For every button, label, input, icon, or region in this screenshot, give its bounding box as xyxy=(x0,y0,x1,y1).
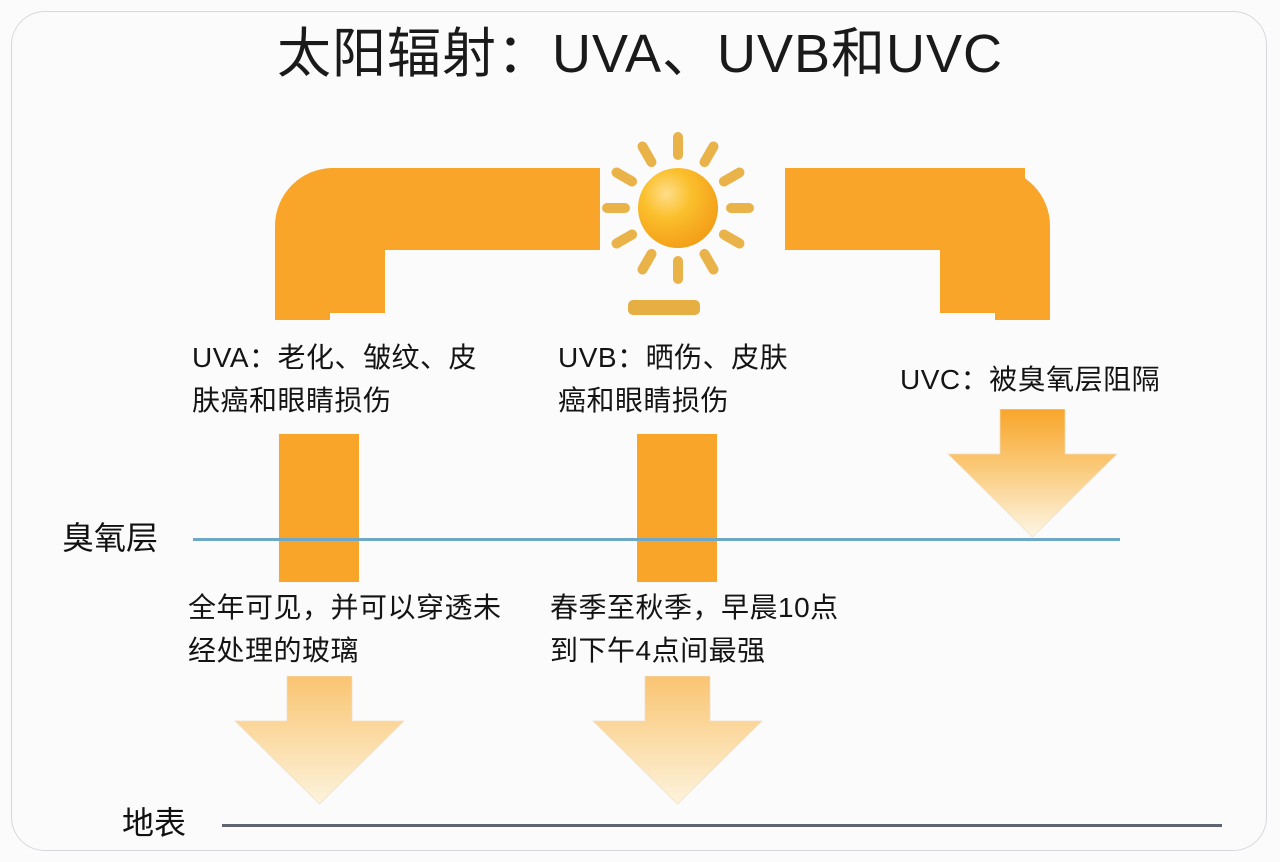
sun-ray xyxy=(609,227,639,251)
ozone-layer-caption: 臭氧层 xyxy=(62,520,159,556)
ground-surface-caption: 地表 xyxy=(122,805,187,841)
sun-ray xyxy=(635,247,659,277)
sun-ray xyxy=(697,247,721,277)
uva-arrow-to-ground xyxy=(232,676,407,806)
uva-beam-vertical xyxy=(275,240,330,320)
sun-ray xyxy=(602,203,630,213)
sun-ray xyxy=(717,227,747,251)
ground-surface-line xyxy=(222,824,1222,827)
uva-note: 全年可见，并可以穿透未经处理的玻璃 xyxy=(188,592,502,666)
uva-beam-horizontal xyxy=(330,168,600,250)
sun-ray xyxy=(673,256,683,284)
sun-ray xyxy=(726,203,754,213)
uvb-arrow-to-ground xyxy=(590,676,765,806)
uvc-beam-vertical xyxy=(995,240,1050,320)
page-title: 太阳辐射：UVA、UVB和UVC xyxy=(276,24,1004,84)
uvb-note: 春季至秋季，早晨10点到下午4点间最强 xyxy=(550,592,839,666)
sun-base-bar xyxy=(628,300,700,315)
uva-label: UVA：老化、皱纹、皮肤癌和眼睛损伤 xyxy=(192,342,477,416)
sun-ray xyxy=(635,139,659,169)
uva-beam-column xyxy=(279,434,359,582)
uvb-beam-column xyxy=(637,434,717,582)
uvc-beam-horizontal xyxy=(785,168,1025,250)
sun-ray xyxy=(609,165,639,189)
sun-ray xyxy=(673,132,683,160)
ozone-layer-line xyxy=(193,538,1120,541)
uvc-label: UVC：被臭氧层阻隔 xyxy=(900,364,1161,395)
sun-icon xyxy=(578,108,778,308)
uvb-label: UVB：晒伤、皮肤癌和眼睛损伤 xyxy=(558,342,789,416)
uvc-arrow-blocked xyxy=(945,409,1120,539)
sun-ray xyxy=(717,165,747,189)
sun-core xyxy=(638,168,718,248)
sun-ray xyxy=(697,139,721,169)
